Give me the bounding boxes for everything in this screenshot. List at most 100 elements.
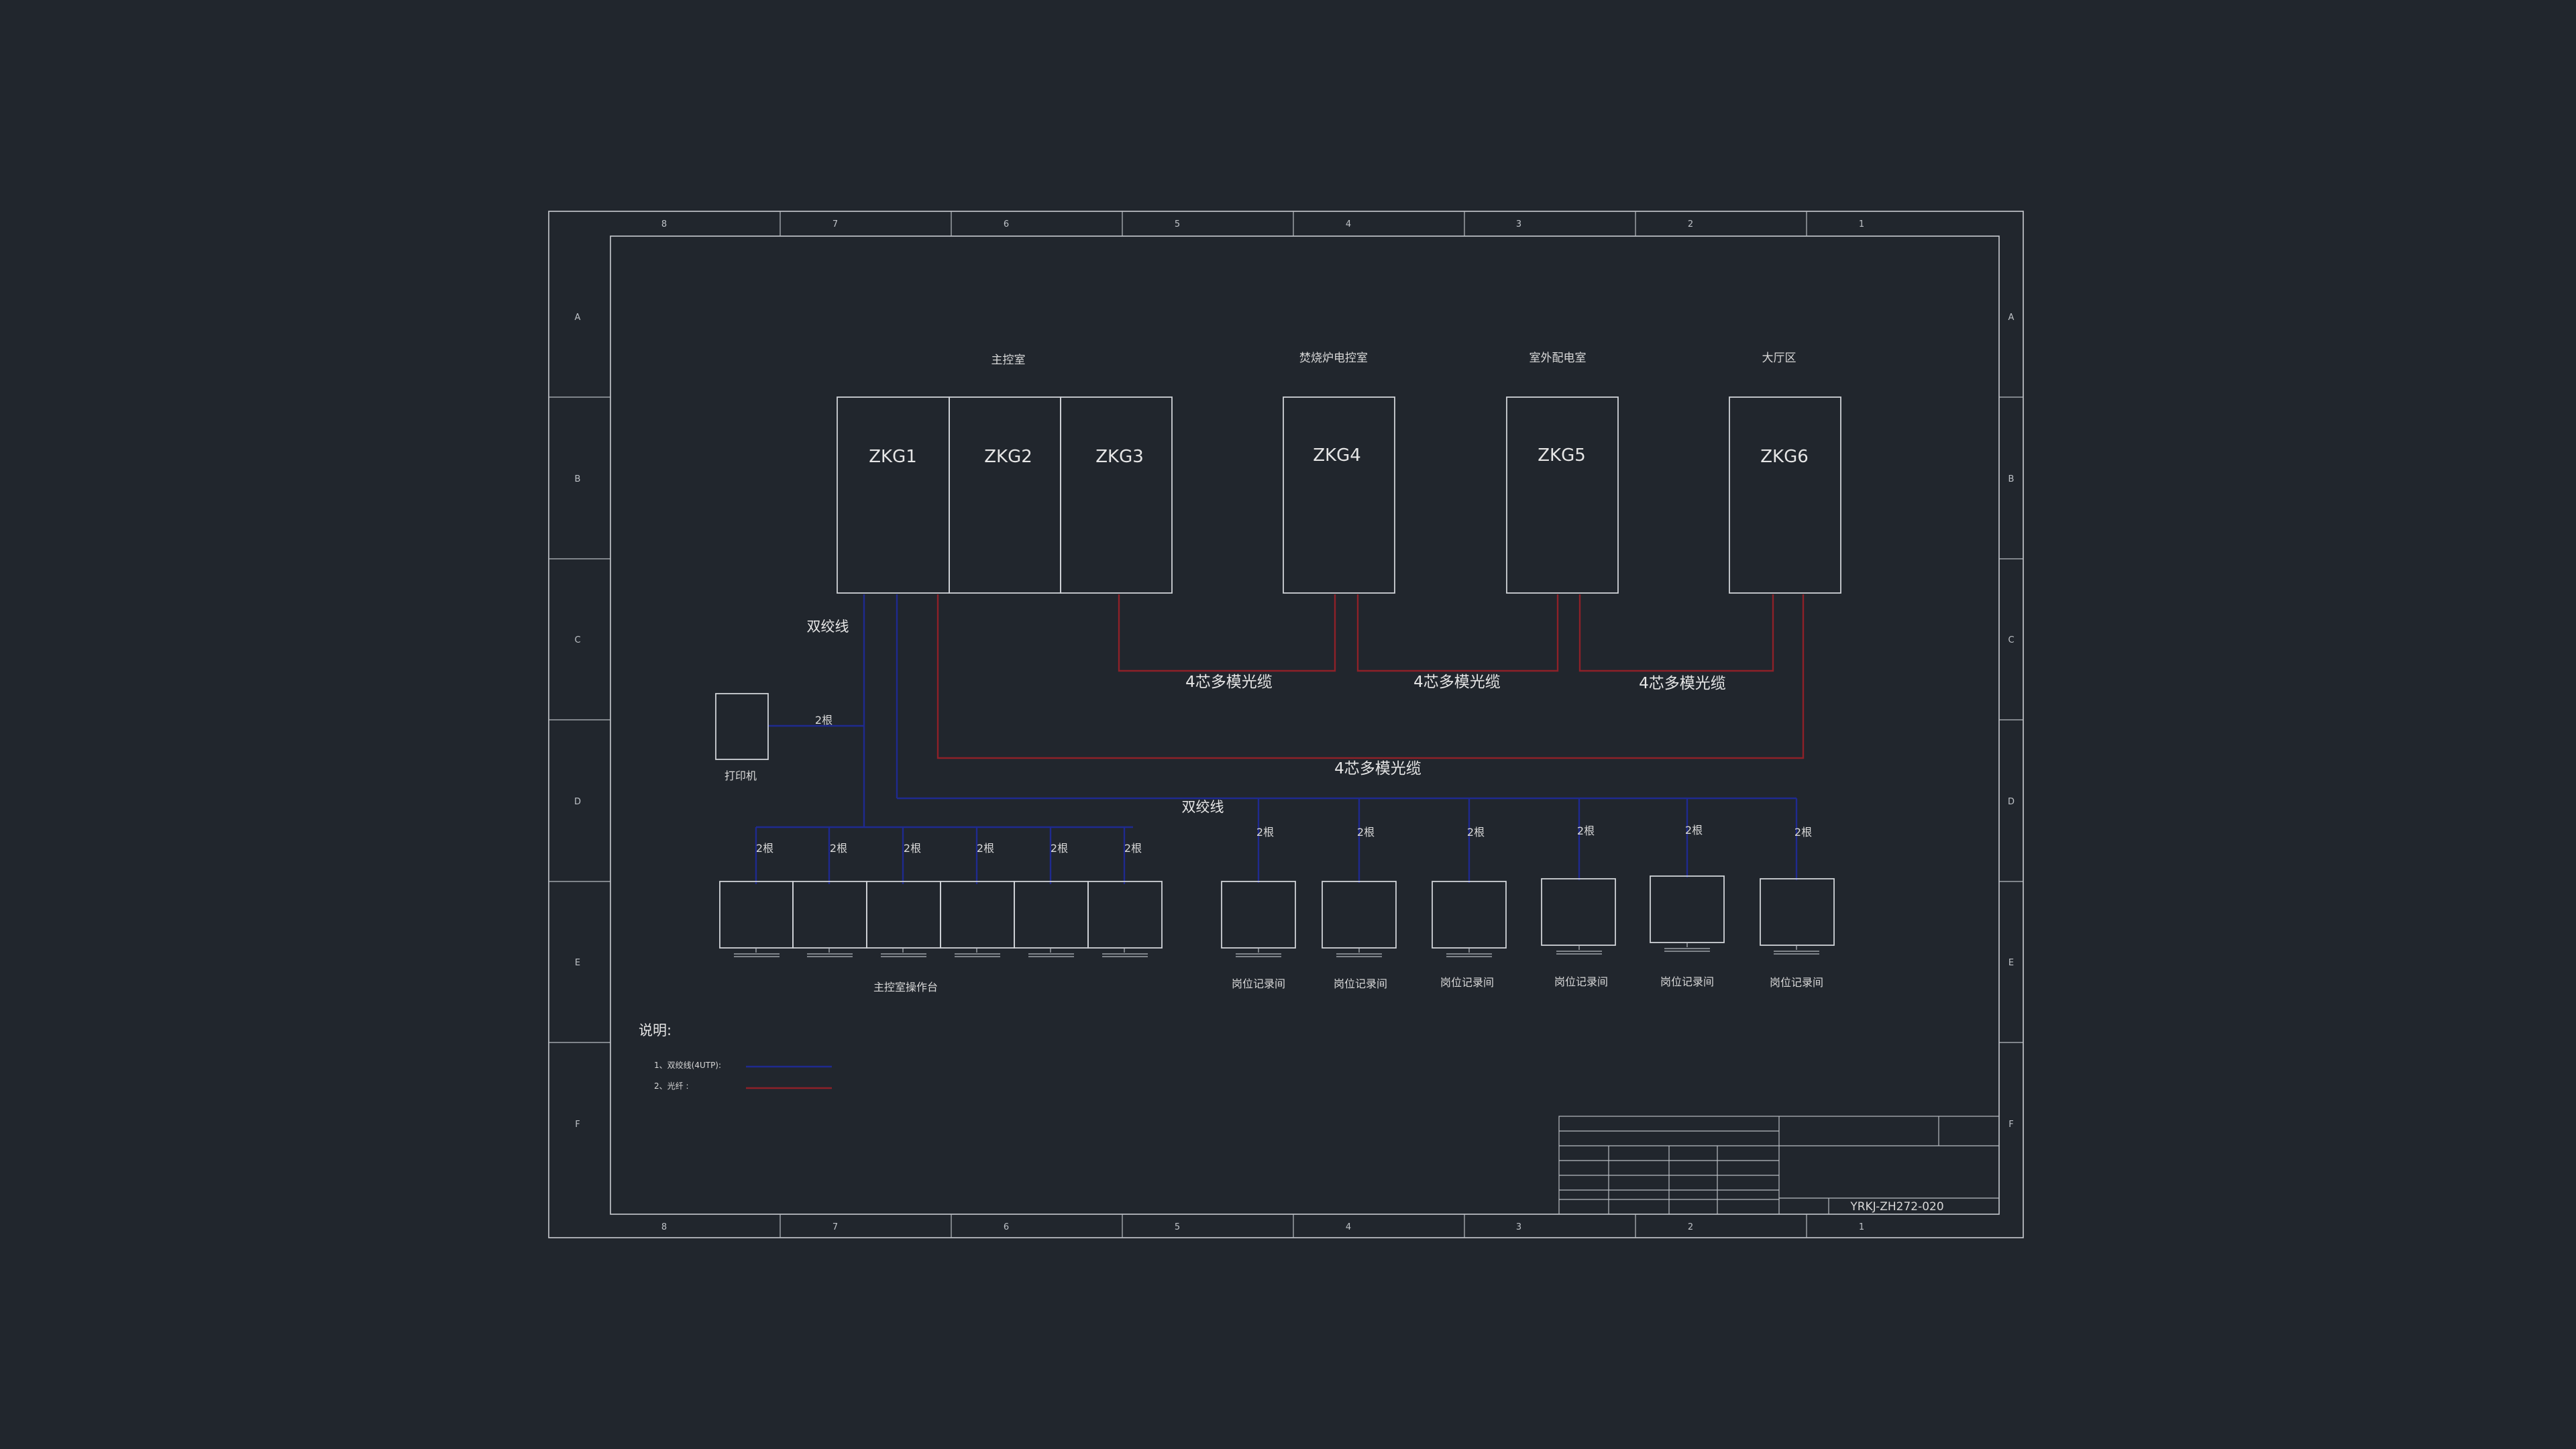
monitor-icon: [1087, 881, 1163, 957]
row-label-right: C: [2008, 635, 2014, 645]
cable-qty-label: 2根: [904, 842, 921, 855]
room-label-main-control: 主控室: [991, 354, 1026, 367]
col-label-top: 7: [833, 219, 838, 229]
row-label-left: F: [575, 1120, 580, 1130]
col-label-top: 4: [1346, 219, 1351, 229]
cabinet-zkg2: [949, 396, 1061, 594]
cabinet-zkg3: [1060, 396, 1173, 594]
row-label-left: A: [575, 313, 581, 323]
cable-qty-label: 2根: [1357, 826, 1375, 839]
post-rooms: [1221, 875, 1835, 957]
room-label-outdoor: 室外配电室: [1529, 352, 1587, 365]
title-block: YRKJ-ZH272-020: [1558, 1116, 2000, 1215]
cabinet-zkg6: [1729, 396, 1841, 594]
monitor-icon: [1650, 875, 1725, 952]
cable-qty-label: 2根: [830, 842, 847, 855]
monitor-icon: [1541, 878, 1616, 955]
col-label-top: 3: [1516, 219, 1521, 229]
col-label-top: 2: [1688, 219, 1693, 229]
col-label-top: 6: [1004, 219, 1009, 229]
cabinet-label: ZKG1: [869, 447, 917, 467]
row-label-right: F: [2008, 1120, 2013, 1130]
fiber-link-zkg1-zkg6: [936, 594, 1805, 759]
col-label-top: 1: [1859, 219, 1864, 229]
legend-item-twisted-pair: 1、双绞线(4UTP):: [654, 1060, 721, 1070]
cabinet-label: ZKG3: [1095, 447, 1144, 467]
row-label-right: D: [2008, 797, 2015, 807]
fiber-label: 4芯多模光缆: [1334, 760, 1421, 777]
row-label-right: E: [2008, 958, 2014, 968]
fiber-label: 4芯多模光缆: [1185, 674, 1273, 691]
monitor-icon: [792, 881, 867, 957]
drawing-number: YRKJ-ZH272-020: [1849, 1200, 1943, 1214]
monitor-icon: [1322, 881, 1397, 957]
monitor-icon: [1014, 881, 1089, 957]
cabinet-label: ZKG5: [1538, 445, 1586, 466]
notes-title: 说明:: [639, 1022, 672, 1038]
cable-qty-label: 2根: [1467, 826, 1485, 839]
cable-qty-label: 2根: [815, 714, 833, 727]
monitor-icon: [940, 881, 1015, 957]
row-label-right: B: [2008, 474, 2015, 484]
twisted-pair-links: [755, 594, 1798, 884]
cable-qty-label: 2根: [1794, 826, 1812, 839]
room-label-incinerator: 焚烧炉电控室: [1299, 352, 1368, 365]
post-room-label: 岗位记录间: [1660, 975, 1714, 988]
row-label-right: A: [2008, 313, 2015, 323]
post-room-label: 岗位记录间: [1232, 977, 1285, 990]
twisted-pair-label: 双绞线: [1182, 799, 1224, 815]
room-label-hall: 大厅区: [1762, 352, 1796, 365]
cabinet-label: ZKG2: [984, 447, 1032, 467]
col-label-bottom: 6: [1004, 1222, 1009, 1232]
col-label-bottom: 5: [1175, 1222, 1180, 1232]
main-console-label: 主控室操作台: [873, 981, 938, 994]
monitor-icon: [1760, 878, 1835, 955]
post-room-label: 岗位记录间: [1334, 977, 1387, 990]
legend: 说明: 1、双绞线(4UTP): 2、光纤 :: [639, 1022, 832, 1091]
cable-qty-label: 2根: [756, 842, 773, 855]
col-label-bottom: 2: [1688, 1222, 1693, 1232]
post-room-label: 岗位记录间: [1554, 975, 1608, 988]
monitor-icon: [866, 881, 941, 957]
fiber-link-zkg5-zkg6: [1578, 594, 1774, 672]
cable-qty-label: 2根: [1256, 826, 1274, 839]
col-label-bottom: 7: [833, 1222, 838, 1232]
col-label-bottom: 3: [1516, 1222, 1521, 1232]
legend-item-fiber: 2、光纤 :: [654, 1081, 689, 1091]
printer-label: 打印机: [724, 769, 757, 782]
printer-icon: [715, 693, 769, 760]
monitor-icon: [1221, 881, 1296, 957]
col-label-top: 8: [661, 219, 667, 229]
col-label-bottom: 8: [661, 1222, 667, 1232]
fiber-label: 4芯多模光缆: [1639, 675, 1726, 692]
col-label-bottom: 4: [1346, 1222, 1351, 1232]
cabinet-zkg4: [1283, 396, 1395, 594]
cable-qty-label: 2根: [977, 842, 994, 855]
cable-qty-label: 2根: [1124, 842, 1142, 855]
cabinet-zkg5: [1506, 396, 1619, 594]
cable-qty-label: 2根: [1577, 824, 1595, 837]
cabinets: ZKG1 ZKG2 ZKG3 ZKG4 ZKG5 ZKG6: [837, 396, 1841, 594]
row-label-left: C: [574, 635, 580, 645]
cable-qty-label: 2根: [1051, 842, 1068, 855]
col-label-top: 5: [1175, 219, 1180, 229]
fiber-label: 4芯多模光缆: [1413, 674, 1501, 691]
cabinet-label: ZKG4: [1313, 445, 1361, 466]
fiber-links: [936, 594, 1805, 759]
cabinet-label: ZKG6: [1760, 447, 1809, 467]
row-label-left: D: [574, 797, 581, 807]
cable-qty-label: 2根: [1685, 824, 1703, 837]
fiber-link-zkg3-zkg4: [1118, 594, 1336, 672]
twisted-pair-label: 双绞线: [807, 619, 849, 635]
main-console: [719, 881, 1163, 957]
monitor-icon: [1432, 881, 1507, 957]
row-label-left: B: [575, 474, 581, 484]
monitor-icon: [719, 881, 794, 957]
post-room-label: 岗位记录间: [1440, 976, 1494, 989]
row-label-left: E: [575, 958, 580, 968]
cabinet-zkg1: [837, 396, 950, 594]
col-label-bottom: 1: [1859, 1222, 1864, 1232]
drawing-frame: 8 7 6 5 4 3 2 1 8 7 6 5 4 3 2 1 A B C D …: [548, 211, 2024, 1238]
fiber-link-zkg4-zkg5: [1356, 594, 1559, 672]
